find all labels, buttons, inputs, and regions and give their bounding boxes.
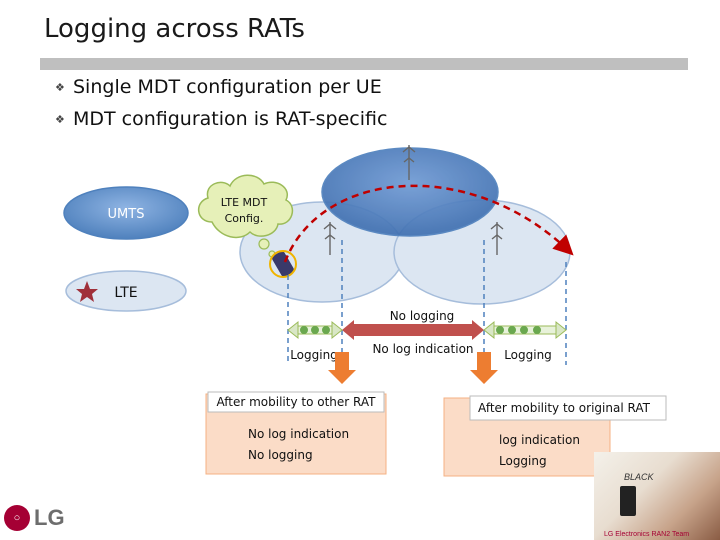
down-arrow-left xyxy=(328,352,356,384)
antenna-icon xyxy=(323,222,337,255)
no-log-indication-label: No log indication xyxy=(372,342,473,356)
promo-phone xyxy=(620,486,636,516)
umts-label: UMTS xyxy=(108,207,145,222)
antenna-icon xyxy=(490,222,504,255)
bullet-icon: ❖ xyxy=(55,113,65,126)
lte-mdt-config-cloud: LTE MDT Config. xyxy=(198,174,294,258)
down-arrow-right xyxy=(470,352,498,384)
logging-segment-right xyxy=(483,320,567,340)
lg-logo-text: LG xyxy=(34,505,65,530)
no-logging-label: No logging xyxy=(390,309,455,323)
box-right-line2: Logging xyxy=(499,454,547,468)
bullet-text: MDT configuration is RAT-specific xyxy=(73,108,388,130)
antenna-icon xyxy=(402,145,416,180)
bullet-text: Single MDT configuration per UE xyxy=(73,76,382,98)
logging-segment-left xyxy=(287,320,343,340)
box-right-title-bg xyxy=(469,395,667,421)
lg-logo-icon: ○ xyxy=(4,505,30,531)
ue-trajectory-arrow xyxy=(283,184,574,263)
bullet-item: ❖ MDT configuration is RAT-specific xyxy=(55,108,387,130)
no-logging-arrow xyxy=(342,320,484,340)
box-left-line1: No log indication xyxy=(248,427,349,441)
promo-photo: BLACK LG Electronics RAN2 Team xyxy=(594,452,720,540)
phone-icon xyxy=(269,250,297,278)
bullet-item: ❖ Single MDT configuration per UE xyxy=(55,76,382,98)
box-left-line2: No logging xyxy=(248,448,313,462)
logging-right-label: Logging xyxy=(504,348,552,362)
box-right-title: After mobility to original RAT xyxy=(478,401,651,415)
box-left-title: After mobility to other RAT xyxy=(216,395,376,409)
slide-title: Logging across RATs xyxy=(44,14,305,44)
promo-caption: LG Electronics RAN2 Team xyxy=(604,531,690,538)
umts-cell-top xyxy=(321,147,499,237)
lte-label: LTE xyxy=(114,285,137,301)
bullet-icon: ❖ xyxy=(55,81,65,94)
lg-logo: ○ LG xyxy=(4,505,65,531)
umts-legend-ellipse xyxy=(63,186,189,240)
box-left-title-bg xyxy=(207,391,385,413)
lte-legend-ellipse xyxy=(65,270,187,312)
star-icon xyxy=(76,281,98,302)
box-right-line1: log indication xyxy=(499,433,580,447)
cloud-text-line2: Config. xyxy=(225,212,264,225)
title-underline-bar xyxy=(40,58,688,70)
promo-brand: BLACK xyxy=(624,472,654,482)
cloud-text-line1: LTE MDT xyxy=(221,196,268,209)
logging-left-label: Logging xyxy=(290,348,338,362)
